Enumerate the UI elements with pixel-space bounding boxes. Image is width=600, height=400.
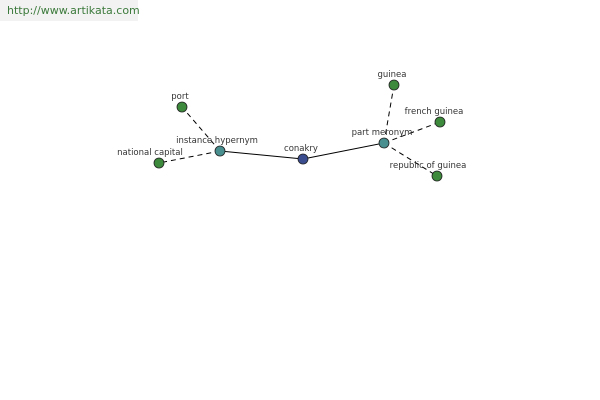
node-conakry[interactable] [297, 153, 309, 165]
label-conakry[interactable]: conakry [284, 144, 318, 154]
url-link[interactable]: http://www.artikata.com [7, 4, 140, 17]
edge-instance-hypernym-national-capital [158, 150, 221, 164]
label-port[interactable]: port [171, 92, 189, 102]
edge-part-meronym-guinea [383, 84, 395, 144]
edge-conakry-instance-hypernym [219, 150, 304, 160]
label-part-meronym[interactable]: part meronym [352, 128, 413, 138]
label-guinea[interactable]: guinea [378, 70, 407, 80]
node-part-meronym[interactable] [378, 137, 390, 149]
node-guinea[interactable] [388, 79, 400, 91]
edge-conakry-part-meronym [302, 142, 385, 160]
edge-part-meronym-french-guinea [383, 121, 441, 144]
label-national-capital[interactable]: national capital [117, 148, 183, 158]
label-instance-hypernym[interactable]: instance hypernym [176, 136, 258, 146]
url-bar: http://www.artikata.com [0, 0, 140, 21]
node-republic-of-guinea[interactable] [431, 170, 443, 182]
edge-instance-hypernym-port [181, 106, 221, 152]
node-port[interactable] [176, 101, 188, 113]
node-instance-hypernym[interactable] [214, 145, 226, 157]
edge-part-meronym-republic-of-guinea [383, 142, 438, 177]
node-national-capital[interactable] [153, 157, 165, 169]
label-republic-of-guinea[interactable]: republic of guinea [390, 161, 467, 171]
node-french-guinea[interactable] [434, 116, 446, 128]
label-french-guinea[interactable]: french guinea [405, 107, 464, 117]
